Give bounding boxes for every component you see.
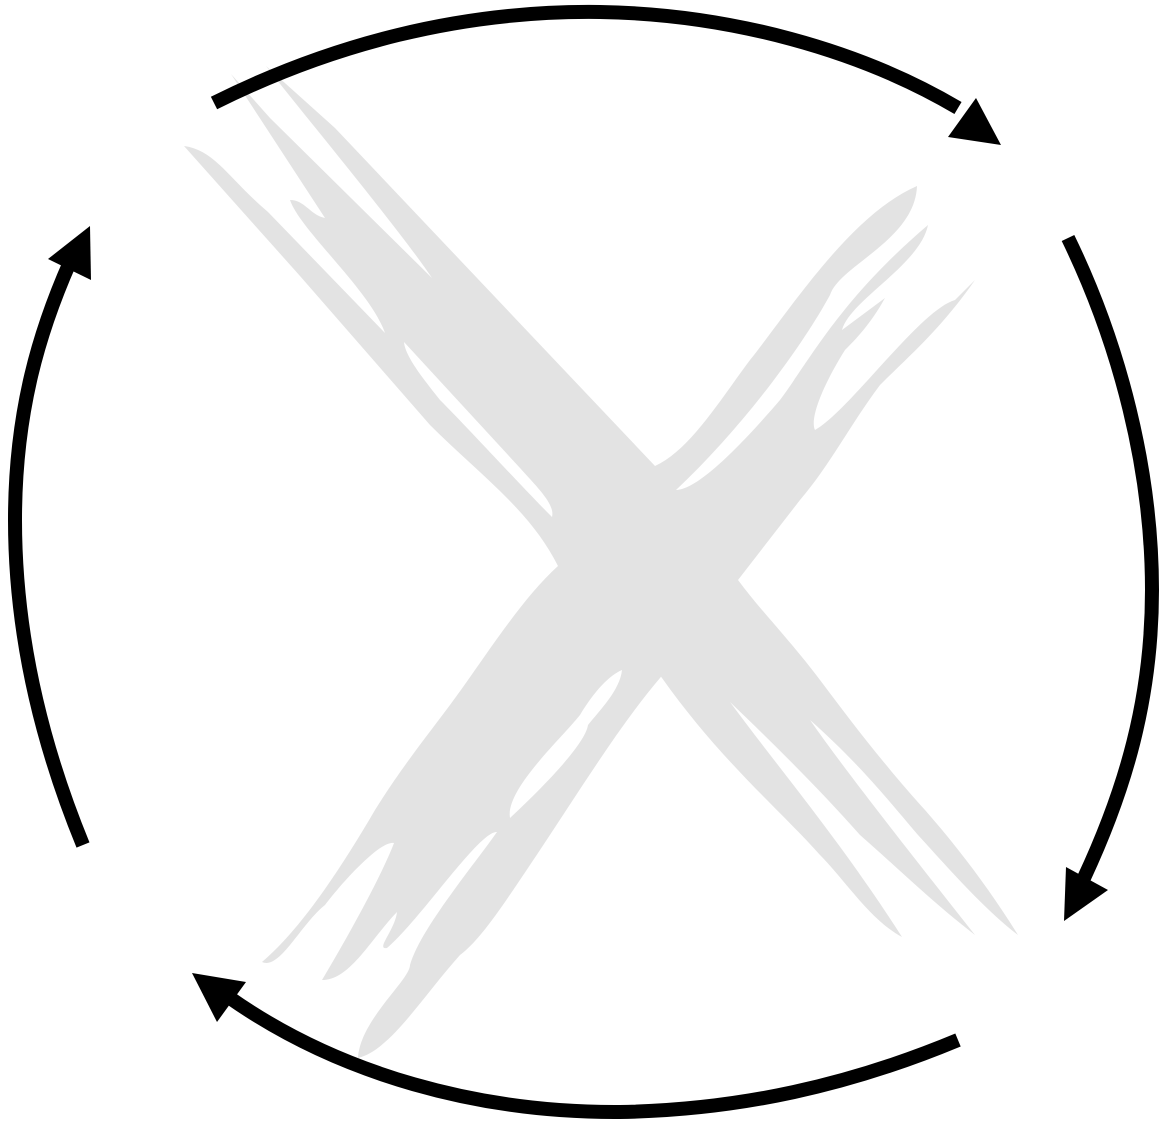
arrow-bottom-arc	[230, 998, 958, 1112]
x-mark-icon	[184, 66, 1018, 1058]
arrow-top-arc	[214, 12, 958, 108]
x-stroke-main-diagonal	[184, 66, 1018, 937]
cycle-arrow-right	[1064, 238, 1152, 921]
cycle-arrow-left	[15, 226, 91, 845]
arrow-left-arc	[15, 262, 83, 845]
cycle-arrow-top	[214, 12, 1001, 145]
cycle-arrow-bottom	[192, 973, 958, 1112]
arrow-right-arc	[1068, 238, 1152, 878]
